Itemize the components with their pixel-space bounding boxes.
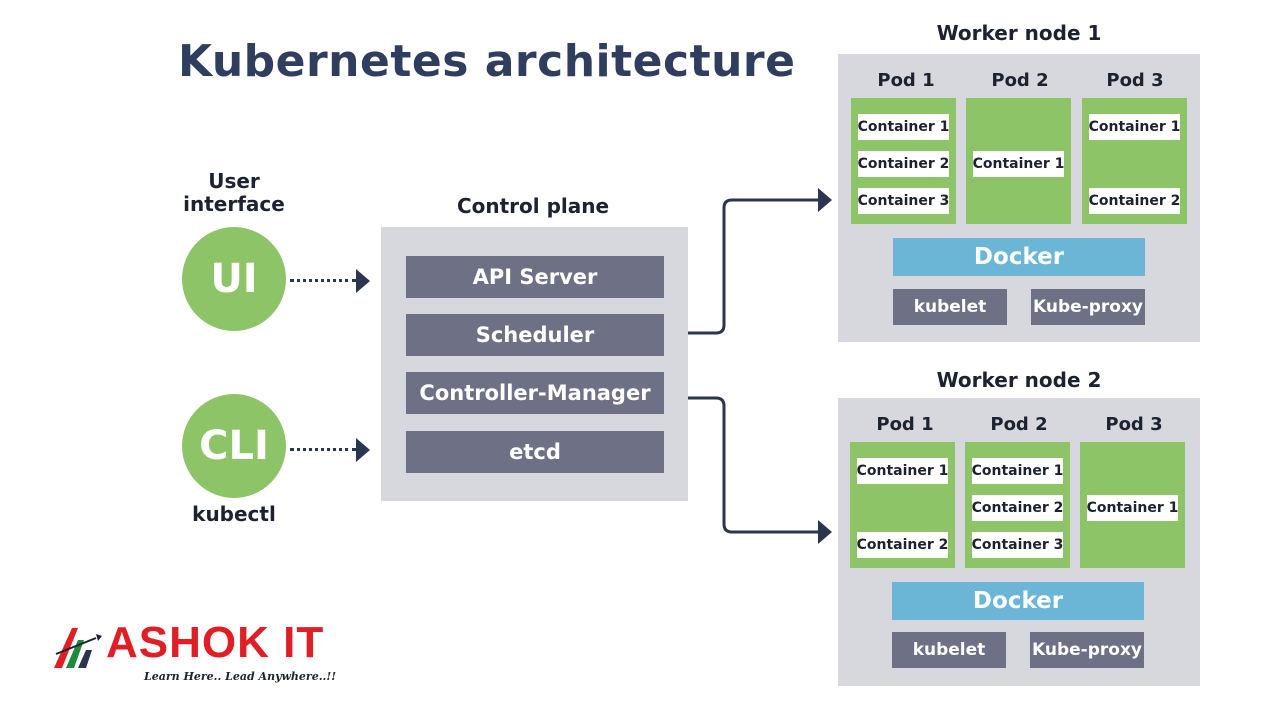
wn2-kube-proxy: Kube-proxy [1030, 632, 1144, 668]
wn1-pod1-label: Pod 1 [877, 70, 935, 91]
wn2-pod2-container-3: Container 3 [972, 532, 1063, 558]
page-title: Kubernetes architecture [178, 36, 796, 87]
connector-to-worker-node-1 [688, 198, 818, 335]
wn2-pod3-container-1: Container 1 [1087, 495, 1178, 521]
wn1-pod3-label: Pod 3 [1106, 70, 1164, 91]
connector-to-worker-node-2 [688, 396, 818, 534]
wn2-docker-bar: Docker [892, 582, 1144, 620]
wn2-pod1-container-2: Container 2 [857, 532, 948, 558]
ui-dotted-connector [290, 279, 356, 282]
wn2-kubelet: kubelet [892, 632, 1006, 668]
arrowhead-worker-node-2-icon [818, 520, 832, 544]
ashok-it-logo-icon [54, 628, 102, 668]
etcd-block: etcd [406, 431, 664, 473]
wn1-kubelet: kubelet [893, 289, 1007, 325]
wn2-pod3-label: Pod 3 [1105, 414, 1163, 435]
controller-manager-block: Controller-Manager [406, 372, 664, 414]
user-interface-label: User interface [183, 169, 285, 216]
worker-node-1-label: Worker node 1 [936, 21, 1102, 45]
wn1-pod1-container-1: Container 1 [858, 114, 949, 140]
wn1-pod3-container-1: Container 1 [1089, 114, 1180, 140]
wn1-kube-proxy: Kube-proxy [1031, 289, 1145, 325]
control-plane-label: Control plane [456, 194, 610, 218]
cli-circle: CLI [182, 394, 286, 498]
ui-circle: UI [182, 227, 286, 331]
logo-tagline: Learn Here.. Lead Anywhere..!! [144, 670, 337, 683]
arrowhead-worker-node-1-icon [818, 188, 832, 212]
ui-label: UI [210, 256, 258, 302]
worker-node-2-label: Worker node 2 [936, 368, 1102, 392]
scheduler-block: Scheduler [406, 314, 664, 356]
wn1-pod1-container-3: Container 3 [858, 188, 949, 214]
logo-wordmark: ASHOK IT [106, 618, 325, 667]
cli-arrowhead-icon [356, 438, 370, 462]
cli-label: CLI [199, 423, 269, 469]
ui-arrowhead-icon [356, 269, 370, 293]
wn2-pod1-container-1: Container 1 [857, 458, 948, 484]
wn2-pod2-container-1: Container 1 [972, 458, 1063, 484]
wn1-docker-bar: Docker [893, 238, 1145, 276]
wn1-pod2-label: Pod 2 [991, 70, 1049, 91]
wn1-pod1-container-2: Container 2 [858, 151, 949, 177]
cli-caption: kubectl [192, 502, 276, 526]
wn2-pod2-container-2: Container 2 [972, 495, 1063, 521]
wn2-pod2-label: Pod 2 [990, 414, 1048, 435]
wn2-pod1-label: Pod 1 [876, 414, 934, 435]
wn1-pod3-container-2: Container 2 [1089, 188, 1180, 214]
cli-dotted-connector [290, 448, 356, 451]
wn1-pod2-container-1: Container 1 [973, 151, 1064, 177]
api-server-block: API Server [406, 256, 664, 298]
